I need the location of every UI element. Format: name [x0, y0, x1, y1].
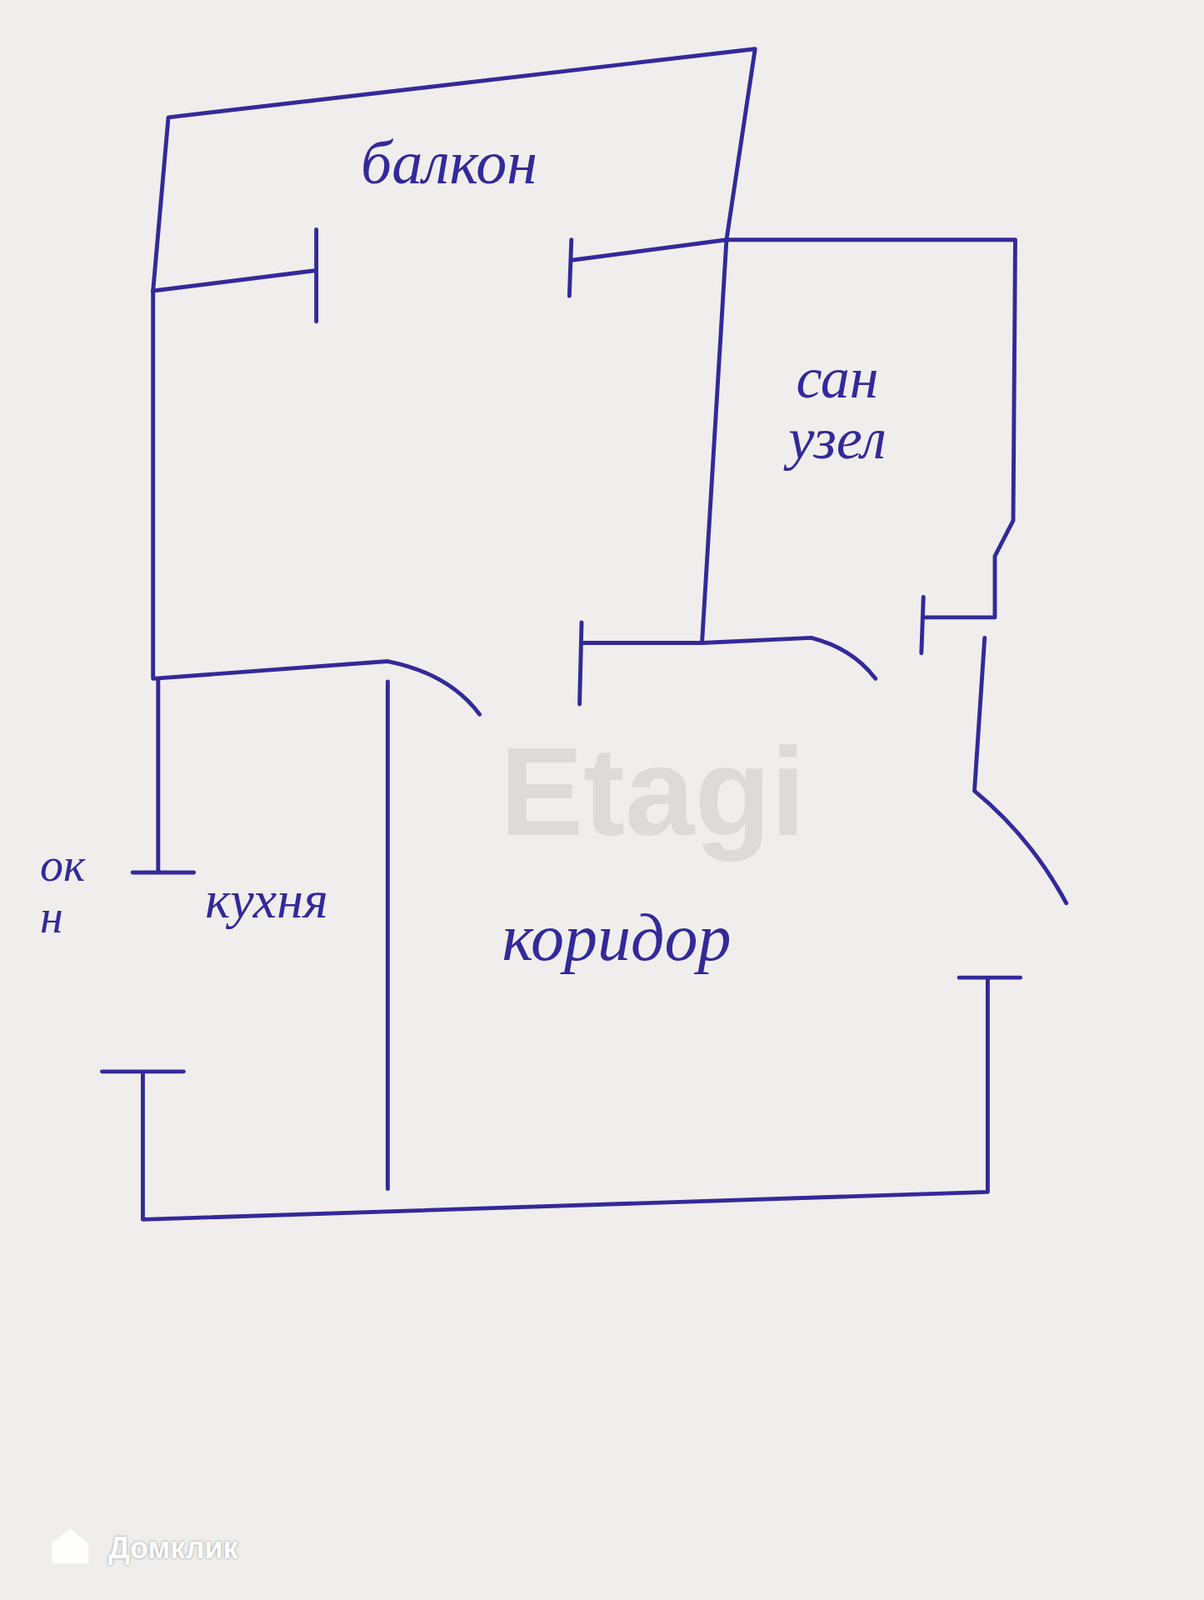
room-name: сан узел [741, 347, 934, 470]
room-name: балкон [360, 130, 538, 196]
balcony-door-wall [569, 239, 727, 296]
entrance-door [974, 637, 1066, 903]
partition-wall [385, 681, 390, 1190]
room-name: коридор [502, 902, 732, 973]
room-label: коридор [497, 897, 737, 978]
balcony-door-wall [153, 229, 317, 322]
bathroom-wall [579, 239, 876, 705]
room-label: кухня [199, 866, 333, 933]
room-label: балкон [355, 125, 543, 201]
walls [101, 49, 1066, 1220]
bathroom-wall [726, 239, 1016, 654]
watermark: Домклик [108, 1529, 239, 1566]
window-wall [132, 678, 194, 873]
watermark: Etagi [499, 716, 806, 867]
balcony-wall [153, 49, 756, 291]
watermark-icon [51, 1528, 89, 1564]
window-label: окн [39, 839, 87, 943]
room-name: кухня [204, 871, 328, 928]
kitchen-wall [153, 290, 480, 715]
house-icon [51, 1528, 89, 1564]
outer-wall [101, 977, 1020, 1219]
room-label: сан узел [736, 342, 939, 475]
